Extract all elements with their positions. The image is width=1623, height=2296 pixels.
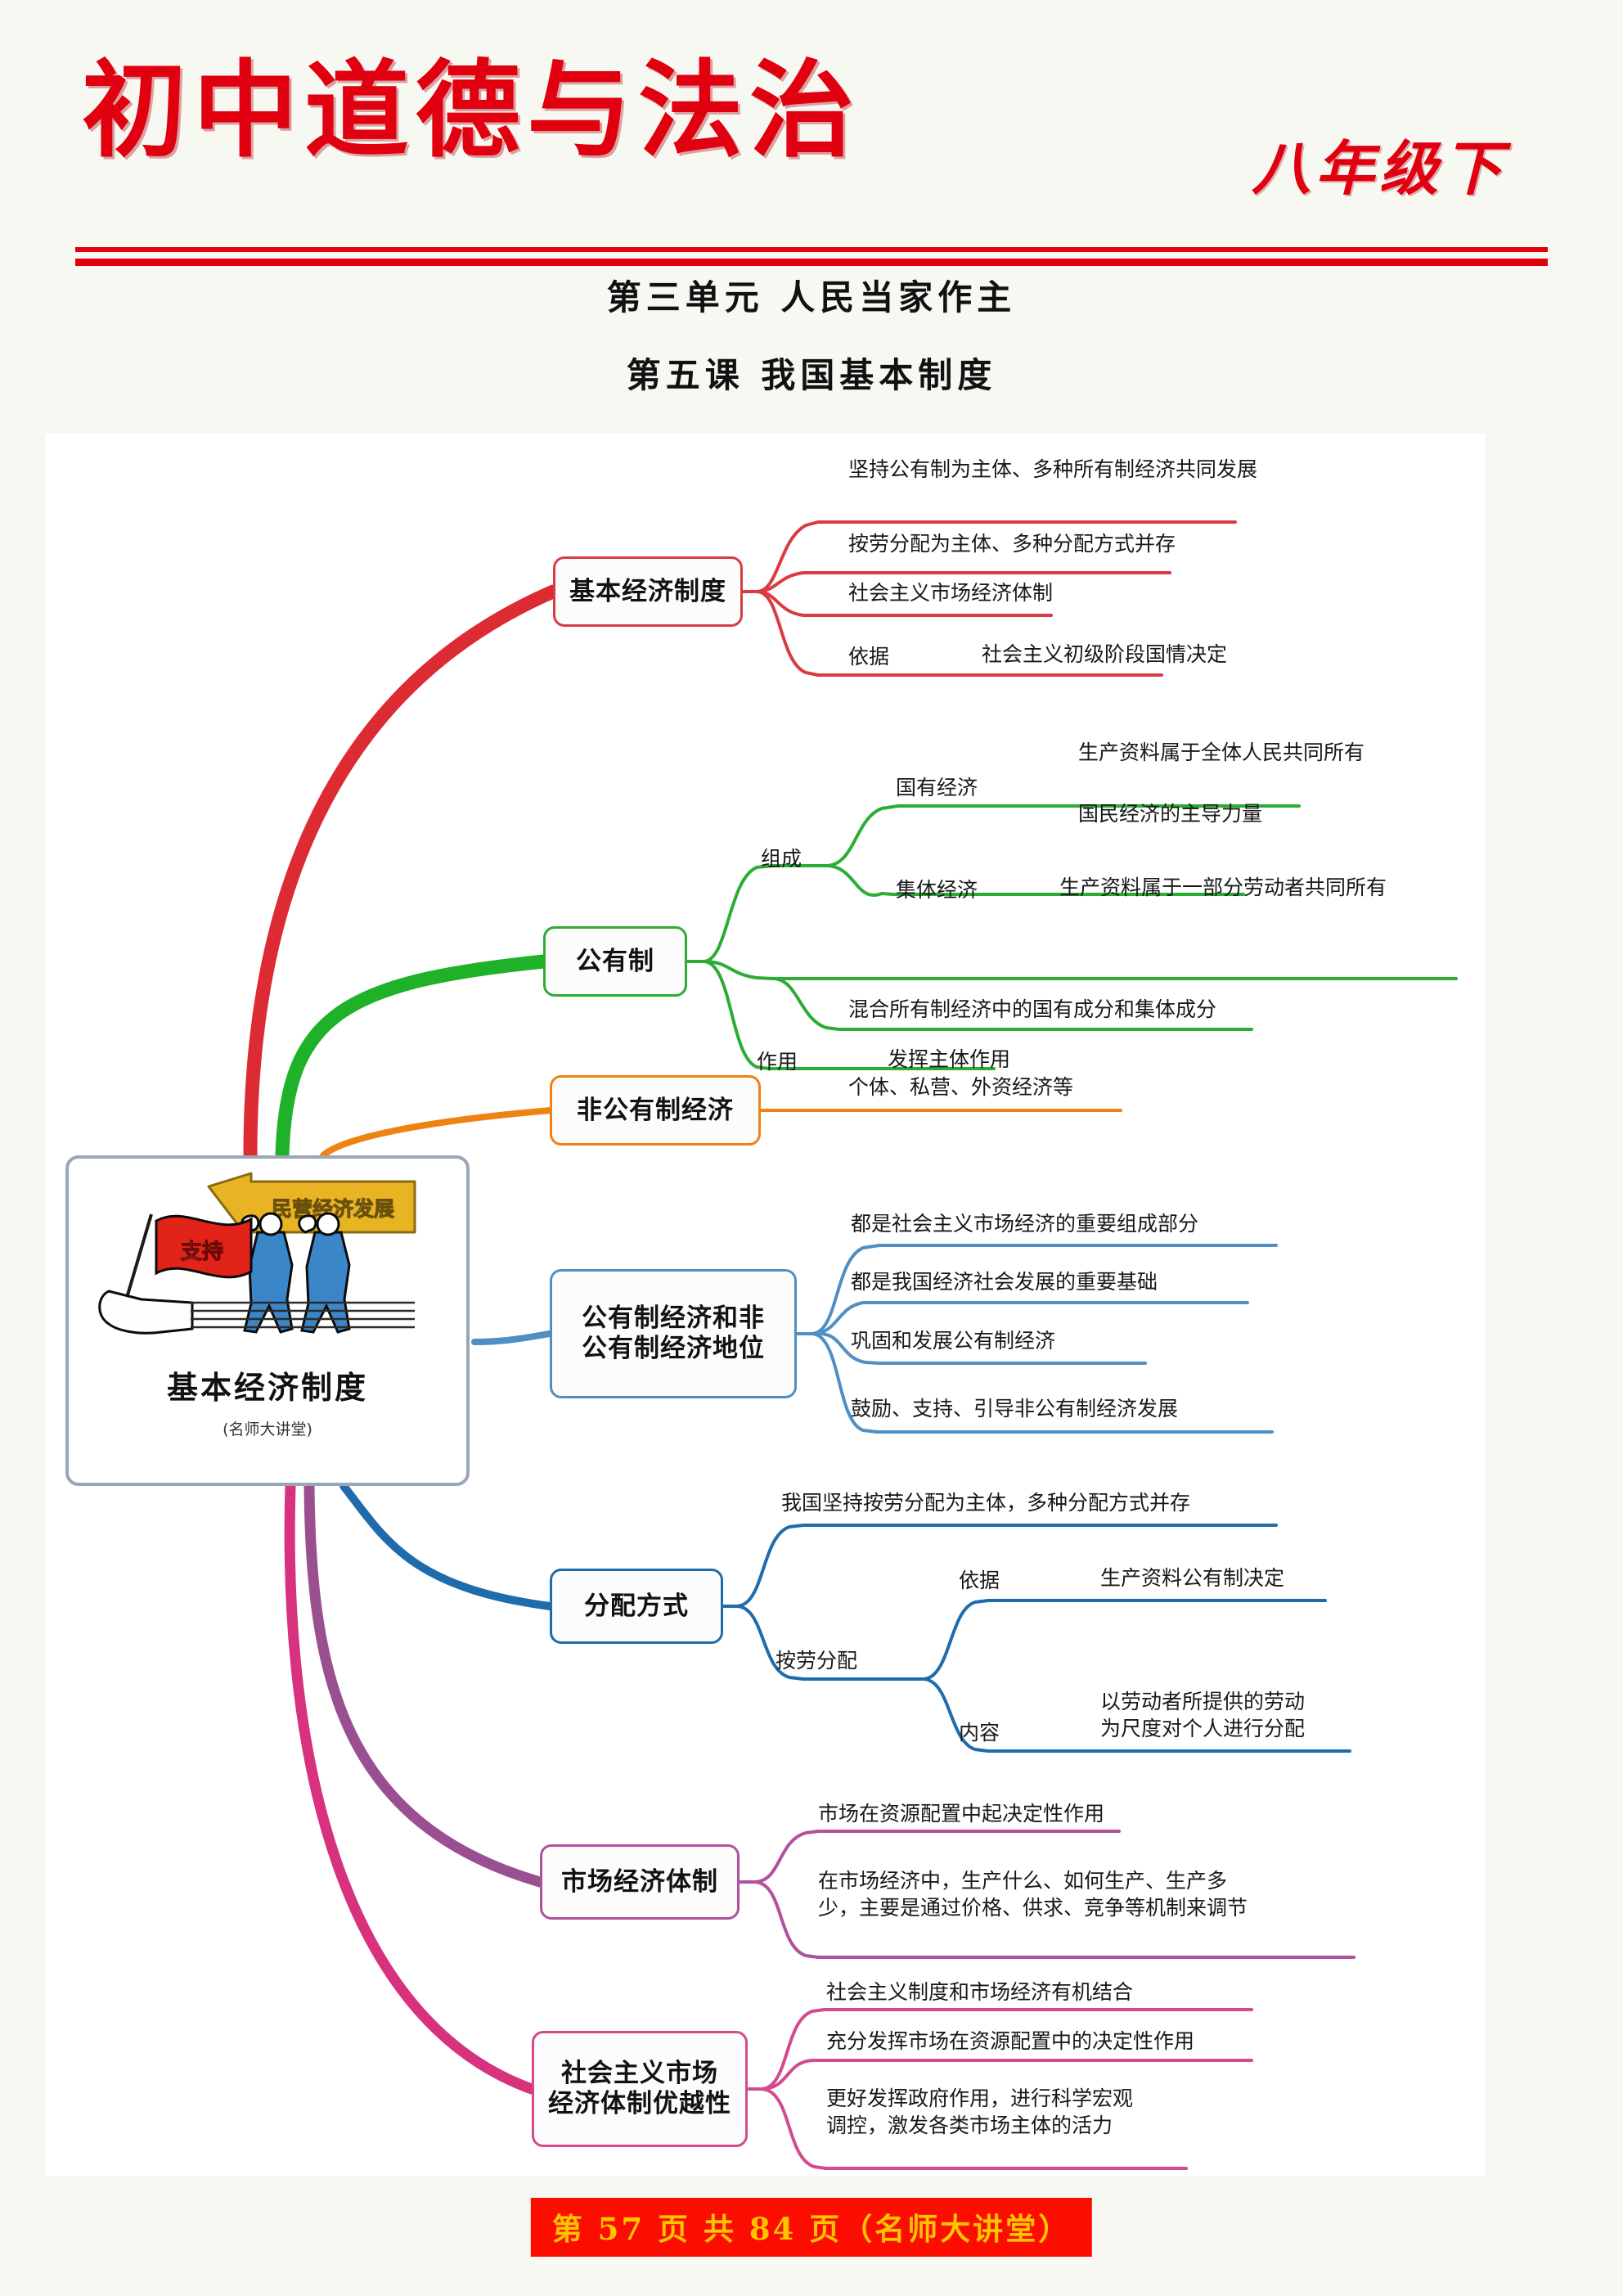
leaf-text: 都是社会主义市场经济的重要组成部分 (851, 1212, 1199, 1236)
leaf-text: 国民经济的主导力量 (1078, 802, 1263, 826)
flag-text: 支持 (181, 1240, 223, 1264)
lesson-subtitle: 第五课 我国基本制度 (626, 355, 997, 395)
center-node-title: 基本经济制度 (166, 1370, 368, 1406)
leaf-text: 生产资料属于全体人民共同所有 (1078, 741, 1365, 764)
leaf-text: 市场在资源配置中起决定性作用 (818, 1802, 1105, 1826)
leaf-text: 都是我国经济社会发展的重要基础 (851, 1270, 1158, 1294)
branch-node-status-of-economies[interactable]: 公有制经济和非 公有制经济地位 (550, 1269, 797, 1398)
page-title: 初中道德与法治 (82, 50, 861, 172)
grade-label: 八年级下 (1252, 134, 1508, 203)
leaf-text: 社会主义市场经济体制 (848, 581, 1054, 605)
leaf-text: 按劳分配为主体、多种分配方式并存 (848, 532, 1176, 556)
leaf-text: 社会主义初级阶段国情决定 (982, 642, 1228, 666)
branch-node-socialist-market-advantage[interactable]: 社会主义市场 经济体制优越性 (532, 2031, 748, 2147)
leaf-text: 混合所有制经济中的国有成分和集体成分 (848, 997, 1217, 1021)
leaf-text: 我国坚持按劳分配为主体，多种分配方式并存 (781, 1491, 1191, 1515)
mid-label-content: 内容 (959, 1721, 1000, 1745)
mid-label-compose: 组成 (761, 847, 803, 871)
mid-label-distribution: 按劳分配 (776, 1649, 858, 1672)
header-rule-bottom (75, 259, 1548, 266)
center-node[interactable]: 民营经济发展 支持 (65, 1155, 470, 1486)
unit-subtitle: 第三单元 人民当家作主 (606, 277, 1017, 317)
center-illustration: 民营经济发展 支持 (88, 1168, 447, 1361)
mid-label-basis: 依据 (848, 645, 890, 669)
leaf-text: 更好发挥政府作用，进行科学宏观 调控，激发各类市场主体的活力 (826, 2087, 1134, 2137)
mid-label-function: 作用 (757, 1050, 798, 1074)
leaf-text: 发挥主体作用 (888, 1047, 1011, 1071)
leaf-text: 以劳动者所提供的劳动 为尺度对个人进行分配 (1100, 1690, 1306, 1740)
leaf-text: 巩固和发展公有制经济 (851, 1329, 1056, 1353)
header-rule-top (75, 247, 1548, 252)
leaf-text: 社会主义制度和市场经济有机结合 (826, 1980, 1134, 2004)
leaf-text: 个体、私营、外资经济等 (848, 1075, 1074, 1099)
center-node-subtitle: (名师大讲堂) (223, 1420, 312, 1438)
leaf-text: 坚持公有制为主体、多种所有制经济共同发展 (848, 457, 1258, 481)
mid-label-basis: 依据 (959, 1569, 1000, 1592)
leaf-text: 生产资料属于一部分劳动者共同所有 (1059, 876, 1387, 899)
leaf-text: 充分发挥市场在资源配置中的决定性作用 (826, 2029, 1195, 2053)
branch-node-public-ownership[interactable]: 公有制 (543, 926, 687, 997)
private-economy-illustration-icon: 民营经济发展 支持 (98, 1172, 416, 1335)
page-footer: 第 57 页 共 84 页（名师大讲堂） (530, 2198, 1093, 2257)
leaf-text: 鼓励、支持、引导非公有制经济发展 (851, 1397, 1179, 1420)
mid-label-collective-economy: 集体经济 (896, 878, 978, 902)
branch-node-non-public-economy[interactable]: 非公有制经济 (550, 1075, 761, 1146)
leaf-text: 生产资料公有制决定 (1100, 1566, 1285, 1590)
leaf-text: 在市场经济中，生产什么、如何生产、生产多 少，主要是通过价格、供求、竞争等机制来… (818, 1869, 1248, 1920)
branch-node-basic-economic-system[interactable]: 基本经济制度 (553, 556, 743, 627)
branch-node-market-economy-system[interactable]: 市场经济体制 (540, 1844, 740, 1920)
mid-label-state-economy: 国有经济 (896, 776, 978, 799)
branch-node-distribution-mode[interactable]: 分配方式 (550, 1569, 723, 1644)
